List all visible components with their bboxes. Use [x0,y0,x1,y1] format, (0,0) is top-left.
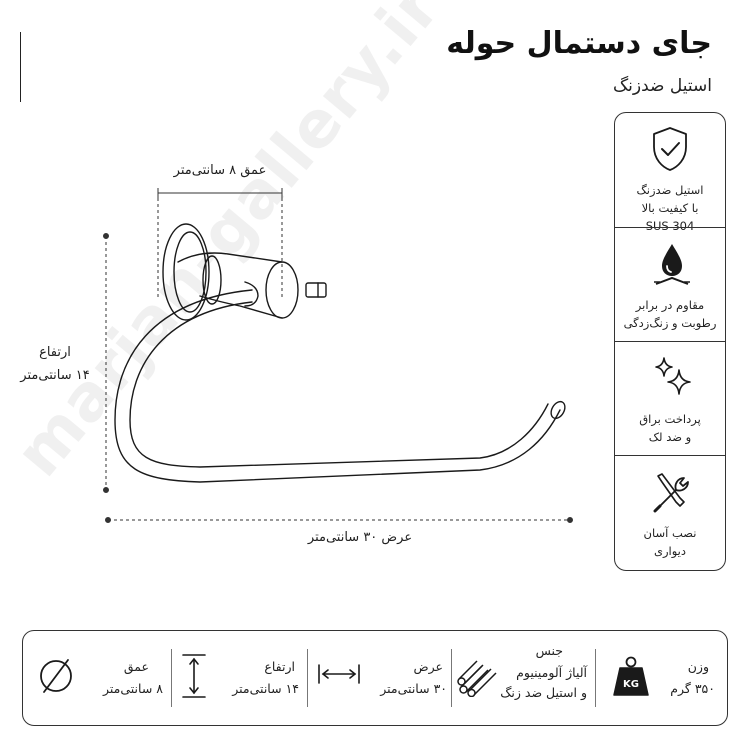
spec-label: جنس [535,643,563,658]
spec-value: ۱۴ سانتی‌متر [232,681,299,696]
spec-material: جنس آلیاژ آلومینیوم و استیل ضد زنگ [453,631,593,725]
feature-line: استیل ضدزنگ [636,183,704,197]
spec-divider [451,649,452,707]
page-title: جای دستمال حوله [446,26,712,61]
feature-stainless: استیل ضدزنگ با کیفیت بالا SUS 304 [615,113,725,233]
width-label: عرض ۳۰ سانتی‌متر [307,530,413,545]
spec-value: ۳۵۰ گرم [670,681,715,696]
feature-line: رطوبت و زنگ‌زدگی [623,316,717,330]
spec-weight: KG وزن ۳۵۰ گرم [603,631,727,725]
feature-line: و ضد لک [648,430,692,444]
height-label-title: ارتفاع [39,345,71,360]
depth-dimension-lines [157,188,283,300]
weight-icon-text: KG [623,679,639,690]
spec-value: ۳۰ سانتی‌متر [380,681,447,696]
features-panel: استیل ضدزنگ با کیفیت بالا SUS 304 مقاوم … [614,112,726,571]
feature-moisture: مقاوم در برابر رطوبت و زنگ‌زدگی [615,227,725,341]
width-dimension-line [105,517,573,523]
diameter-icon [40,659,72,693]
page-subtitle: استیل ضدزنگ [612,76,712,96]
height-label-value: ۱۴ سانتی‌متر [20,368,90,383]
feature-installation: نصب آسان دیواری [615,455,725,569]
feature-line: SUS 304 [645,219,695,233]
spec-value: آلیاژ آلومینیوم [516,665,587,680]
feature-shine: پرداخت براق و ضد لک [615,341,725,455]
width-arrows-icon [318,664,360,684]
tools-icon [653,473,689,513]
feature-line: با کیفیت بالا [641,201,699,215]
spec-divider [171,649,172,707]
spec-divider [307,649,308,707]
towel-holder-drawing [114,223,566,483]
feature-line: مقاوم در برابر [635,298,705,312]
spec-label: وزن [687,659,709,674]
height-arrows-icon [182,654,206,698]
spec-divider [595,649,596,707]
spec-value: ۸ سانتی‌متر [102,681,163,696]
height-dimension-line [103,233,109,493]
spec-width: عرض ۳۰ سانتی‌متر [311,631,449,725]
weight-icon: KG [613,656,649,696]
feature-line: دیواری [653,544,686,558]
shield-check-icon [653,127,687,171]
spec-value: و استیل ضد زنگ [500,685,587,700]
feature-line: نصب آسان [643,526,697,540]
spec-label: عمق [123,659,149,674]
material-bars-icon [457,660,497,697]
feature-line: پرداخت براق [639,412,701,426]
sparkle-icon [655,357,691,395]
water-drop-icon [654,244,690,285]
title-divider [20,32,21,102]
spec-label: ارتفاع [264,659,295,674]
product-illustration [103,188,573,523]
spec-height: ارتفاع ۱۴ سانتی‌متر [173,631,305,725]
specs-bar: KG وزن ۳۵۰ گرم جنس آلیاژ آلومینیوم و است… [22,630,728,726]
spec-depth: عمق ۸ سانتی‌متر [23,631,169,725]
spec-label: عرض [413,659,443,674]
depth-label: عمق ۸ سانتی‌متر [173,163,267,178]
